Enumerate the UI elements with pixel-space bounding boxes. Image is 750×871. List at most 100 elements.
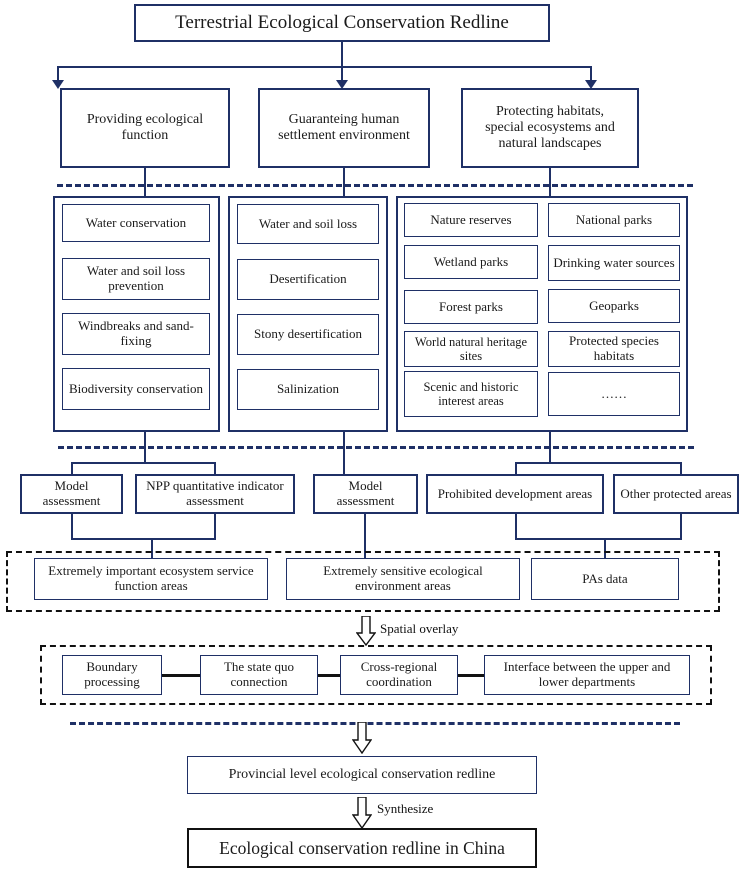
connector-obj1-down — [144, 168, 146, 196]
method-box-1: Model assessment — [20, 474, 123, 514]
objective-box-3: Protecting habitats, special ecosystems … — [461, 88, 639, 168]
adjustment-box-2-label: The state quo connection — [223, 659, 295, 689]
connector-to-obj2 — [341, 66, 343, 82]
adjustments-dashed-container — [40, 645, 712, 705]
national-redline-box: Ecological conservation redline in China — [187, 828, 537, 868]
connector-to-obj1 — [57, 66, 59, 82]
sensitivity-item-2-label: Desertification — [269, 271, 347, 287]
method-box-5: Other protected areas — [613, 474, 739, 514]
national-redline-label: Ecological conservation redline in China — [219, 837, 505, 858]
provincial-redline-label: Provincial level ecological conservation… — [228, 766, 496, 782]
protected-right-item-1: National parks — [548, 203, 680, 237]
protected-left-item-2: Wetland parks — [404, 245, 538, 279]
title-box: Terrestrial Ecological Conservation Redl… — [134, 4, 550, 42]
method-box-4-label: Prohibited development areas — [437, 485, 593, 501]
synthesize-arrow-icon — [352, 797, 372, 829]
method-box-3: Model assessment — [313, 474, 418, 514]
protected-right-item-3-label: Geoparks — [589, 297, 639, 313]
result-box-1: Extremely important ecosystem service fu… — [34, 558, 268, 600]
protected-right-item-4: Protected species habitats — [548, 331, 680, 367]
synthesize-label: Synthesize — [377, 801, 434, 816]
method-box-2-label: NPP quantitative indicator assessment — [146, 478, 284, 508]
method-box-3-label: Model assessment — [336, 478, 395, 508]
function-item-4: Biodiversity conservation — [62, 368, 210, 410]
protected-left-item-3: Forest parks — [404, 290, 538, 324]
result-box-3-label: PAs data — [582, 570, 628, 586]
protected-left-item-2-label: Wetland parks — [433, 253, 509, 269]
connector-adj2-adj3 — [318, 674, 340, 677]
connector-method3-down — [364, 514, 366, 558]
adjustment-box-3-label: Cross-regional coordination — [360, 659, 438, 689]
function-item-2: Water and soil loss prevention — [62, 258, 210, 300]
method-box-4: Prohibited development areas — [426, 474, 604, 514]
adjustment-box-4: Interface between the upper and lower de… — [484, 655, 690, 695]
sensitivity-item-2: Desertification — [237, 259, 379, 300]
sensitivity-item-3: Stony desertification — [237, 314, 379, 355]
adjustment-box-1: Boundary processing — [62, 655, 162, 695]
connector-result1-in — [151, 538, 153, 558]
connector-obj3-down — [549, 168, 551, 196]
connector-methods-bus-right — [515, 462, 682, 464]
method-box-2: NPP quantitative indicator assessment — [135, 474, 295, 514]
connector-methods-bus-left — [71, 462, 216, 464]
objective-label-1: Providing ecological function — [86, 111, 204, 143]
protected-left-item-3-label: Forest parks — [439, 298, 503, 314]
function-item-3-label: Windbreaks and sand-fixing — [78, 318, 194, 348]
connector-method2-down — [214, 514, 216, 540]
objective-label-2: Guaranteing human settlement environment — [278, 111, 410, 143]
arrowhead-obj1 — [52, 80, 64, 89]
protected-left-item-1: Nature reserves — [404, 203, 538, 237]
protected-right-item-2-label: Drinking water sources — [553, 254, 675, 270]
spatial-overlay-label: Spatial overlay — [380, 621, 459, 636]
result-box-1-label: Extremely important ecosystem service fu… — [48, 563, 254, 593]
objective-box-1: Providing ecological function — [60, 88, 230, 168]
connector-group2-down — [343, 432, 345, 474]
results-dashed-container — [6, 551, 720, 612]
adjustment-box-1-label: Boundary processing — [84, 659, 140, 689]
connector-obj2-down — [343, 168, 345, 196]
result-box-2: Extremely sensitive ecological environme… — [286, 558, 520, 600]
function-item-2-label: Water and soil loss prevention — [86, 263, 186, 293]
divider-dashed-middle — [58, 446, 694, 449]
arrowhead-obj3 — [585, 80, 597, 89]
protected-right-item-3: Geoparks — [548, 289, 680, 323]
sensitivity-item-1: Water and soil loss — [237, 204, 379, 244]
protected-left-item-5: Scenic and historic interest areas — [404, 371, 538, 417]
connector-method1-down — [71, 514, 73, 540]
protected-right-item-1-label: National parks — [575, 211, 653, 227]
arrowhead-obj2 — [336, 80, 348, 89]
sensitivity-item-4-label: Salinization — [276, 381, 340, 397]
connector-method5-down — [680, 514, 682, 540]
protected-left-item-5-label: Scenic and historic interest areas — [423, 379, 519, 408]
objective-label-3: Protecting habitats, special ecosystems … — [485, 103, 615, 152]
spatial-overlay-arrow-icon — [356, 616, 376, 646]
protected-left-item-4: World natural heritage sites — [404, 331, 538, 367]
adjustment-box-4-label: Interface between the upper and lower de… — [503, 659, 671, 689]
connector-to-method-2 — [214, 462, 216, 474]
provincial-redline-box: Provincial level ecological conservation… — [187, 756, 537, 794]
function-item-1: Water conservation — [62, 204, 210, 242]
method-box-5-label: Other protected areas — [620, 485, 732, 501]
protected-left-item-1-label: Nature reserves — [430, 211, 512, 227]
divider-dashed-bottom — [70, 722, 680, 725]
adjustment-box-2: The state quo connection — [200, 655, 318, 695]
to-provincial-arrow-icon — [352, 722, 372, 754]
connector-result3-bus — [515, 538, 682, 540]
divider-dashed-top — [57, 184, 693, 187]
connector-to-method-1 — [71, 462, 73, 474]
sensitivity-item-3-label: Stony desertification — [254, 326, 362, 342]
connector-adj3-adj4 — [458, 674, 484, 677]
connector-result3-in — [604, 538, 606, 558]
protected-right-item-2: Drinking water sources — [548, 245, 680, 281]
objective-box-2: Guaranteing human settlement environment — [258, 88, 430, 168]
sensitivity-item-1-label: Water and soil loss — [258, 215, 358, 231]
result-box-2-label: Extremely sensitive ecological environme… — [323, 563, 483, 593]
connector-title-down — [341, 42, 343, 66]
connector-to-method-5 — [680, 462, 682, 474]
title-text: Terrestrial Ecological Conservation Redl… — [175, 12, 509, 34]
connector-to-method-4 — [515, 462, 517, 474]
protected-left-item-4-label: World natural heritage sites — [414, 334, 528, 363]
protected-right-item-4-label: Protected species habitats — [569, 333, 659, 363]
protected-right-item-5-label: …… — [601, 385, 627, 401]
